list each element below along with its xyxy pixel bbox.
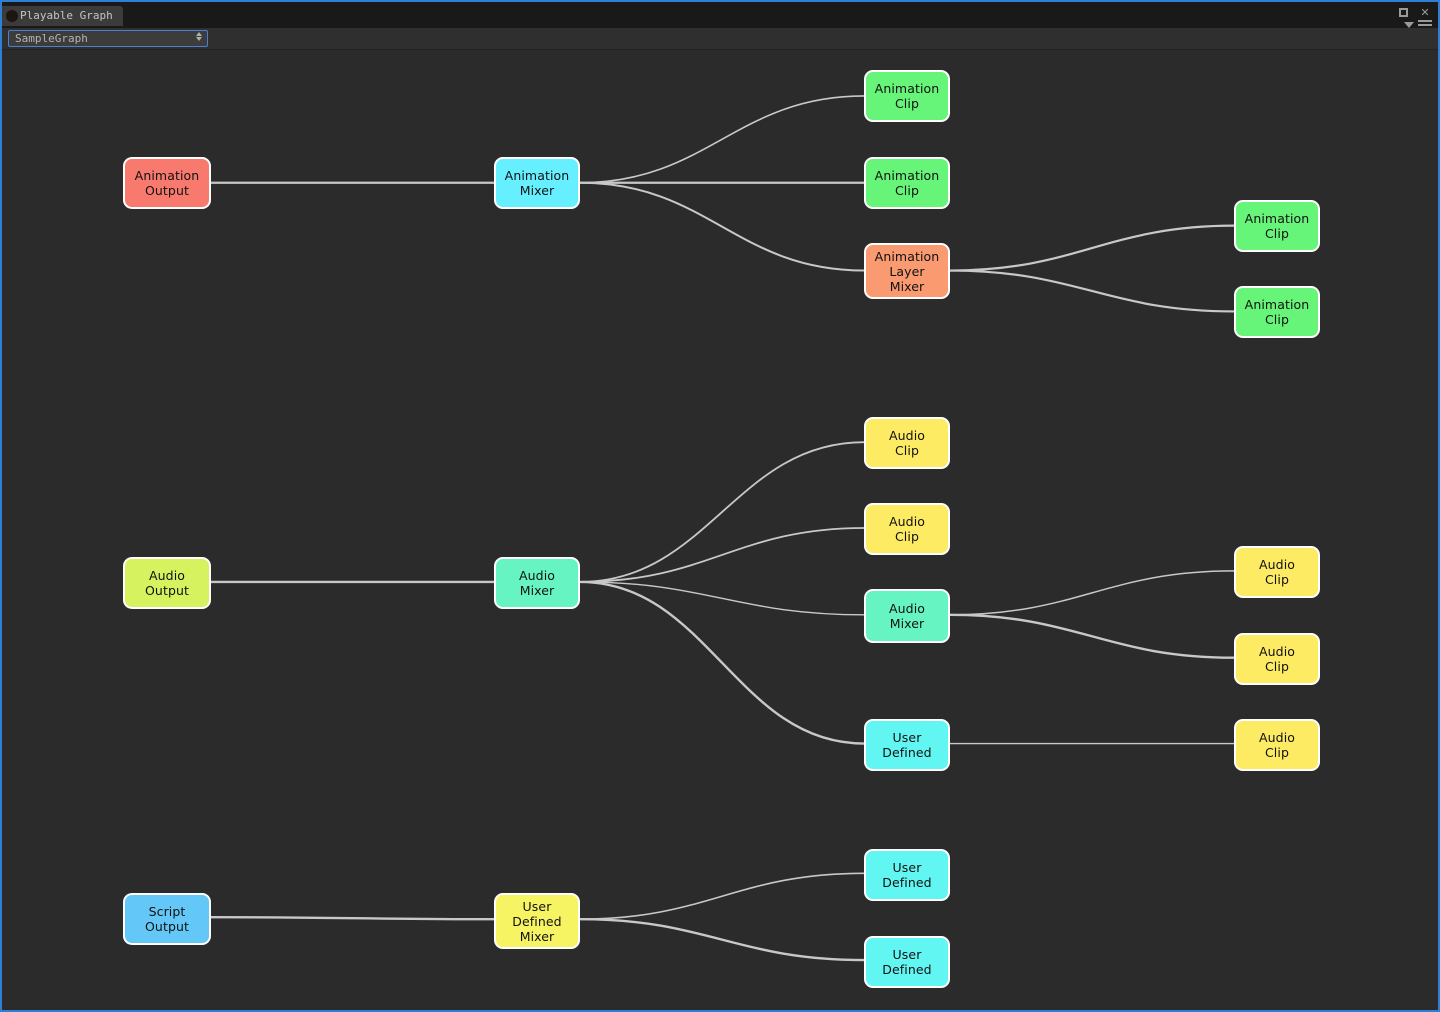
graph-node-animation-clip[interactable]: Animation Clip: [1234, 286, 1320, 338]
graph-node-user-defined[interactable]: User Defined: [864, 849, 950, 901]
close-icon[interactable]: ✕: [1420, 5, 1430, 19]
graph-node-user-defined[interactable]: User Defined: [864, 936, 950, 988]
filter-icon[interactable]: [1404, 22, 1414, 28]
graph-edge: [579, 95, 865, 184]
graph-edges: [209, 95, 1236, 962]
graph-node-audio-clip[interactable]: Audio Clip: [1234, 546, 1320, 598]
graph-node-audio-output[interactable]: Audio Output: [123, 557, 211, 609]
graph-node-audio-mixer[interactable]: Audio Mixer: [494, 557, 580, 609]
graph-node-audio-clip[interactable]: Audio Clip: [1234, 633, 1320, 685]
graph-node-audio-clip[interactable]: Audio Clip: [864, 503, 950, 555]
graph-edge: [948, 613, 1236, 659]
graph-selector-value: SampleGraph: [15, 32, 88, 45]
graph-edge: [579, 441, 865, 583]
graph-node-script-output[interactable]: Script Output: [123, 893, 211, 945]
graph-edge: [579, 872, 865, 920]
graph-edge: [949, 570, 1235, 616]
graph-node-animation-clip[interactable]: Animation Clip: [864, 157, 950, 209]
graph-edge: [578, 580, 866, 745]
window-controls: ✕: [1396, 5, 1432, 19]
tab-label: Playable Graph: [20, 9, 113, 22]
graph-node-user-defined-mixer[interactable]: User Defined Mixer: [494, 893, 580, 949]
graph-edge: [578, 917, 866, 962]
graph-node-user-defined[interactable]: User Defined: [864, 719, 950, 771]
graph-edge: [948, 224, 1236, 272]
graph-node-animation-output[interactable]: Animation Output: [123, 157, 211, 209]
graph-node-audio-mixer[interactable]: Audio Mixer: [864, 589, 950, 643]
graph-window-icon: [6, 10, 18, 22]
graph-node-audio-clip[interactable]: Audio Clip: [1234, 719, 1320, 771]
graph-node-animation-mixer[interactable]: Animation Mixer: [494, 157, 580, 209]
graph-node-animation-layer-mixer[interactable]: Animation Layer Mixer: [864, 243, 950, 299]
graph-node-animation-clip[interactable]: Animation Clip: [1234, 200, 1320, 252]
graph-edge: [579, 181, 865, 272]
graph-toolbar: SampleGraph: [2, 28, 1438, 50]
tab-playable-graph[interactable]: Playable Graph: [2, 6, 123, 26]
graph-node-audio-clip[interactable]: Audio Clip: [864, 417, 950, 469]
graph-edge: [579, 527, 865, 583]
window-titlebar: Playable Graph ✕: [2, 2, 1438, 30]
graph-selector-dropdown[interactable]: SampleGraph: [8, 30, 208, 47]
graph-edge: [948, 269, 1236, 313]
graph-node-animation-clip[interactable]: Animation Clip: [864, 70, 950, 122]
updown-arrows-icon: [196, 32, 202, 41]
graph-edge: [579, 581, 865, 616]
graph-edge: [209, 915, 496, 921]
maximize-icon[interactable]: [1396, 5, 1410, 19]
